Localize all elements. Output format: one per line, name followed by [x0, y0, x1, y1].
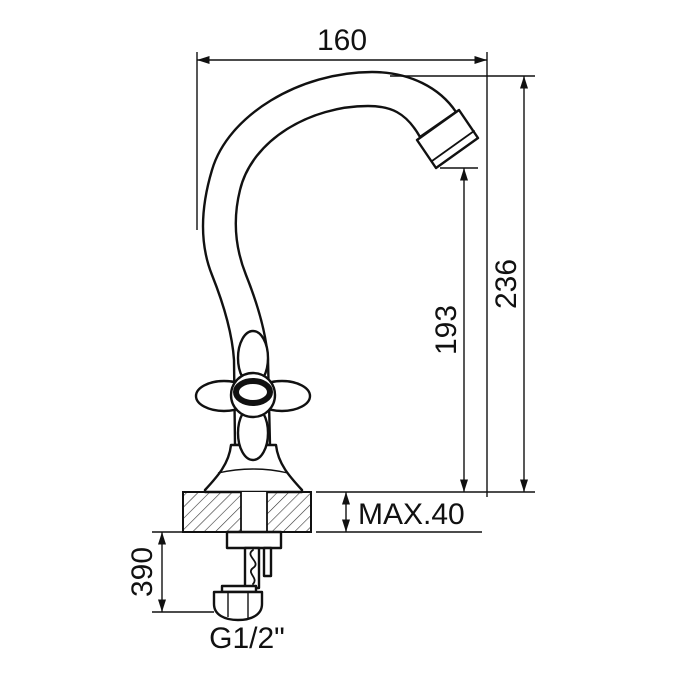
aerator-rim-line [431, 130, 475, 162]
aerator [415, 108, 480, 170]
dimension-236: 236 [316, 75, 535, 493]
dim-label-max40: MAX.40 [358, 498, 465, 531]
thread-size-label: G1/2" [209, 622, 285, 655]
dim-label-160: 160 [317, 24, 367, 57]
shank-channel [241, 492, 267, 532]
locknut [225, 530, 283, 550]
handle-hub-cap [233, 378, 273, 406]
dim-label-236: 236 [490, 259, 523, 309]
mounting-section [182, 491, 312, 622]
hose-break-squiggle [249, 549, 257, 585]
dimension-390: 390 [126, 531, 214, 613]
dimension-max40: MAX.40 [316, 492, 482, 533]
dimension-160: 160 [196, 24, 488, 497]
thread-label-group: G1/2" [209, 622, 285, 655]
dim-label-390: 390 [126, 547, 159, 597]
base-seam-line [217, 468, 289, 474]
dim-label-193: 193 [430, 305, 463, 355]
faucet-outline [194, 70, 480, 494]
mounting-stud [262, 546, 273, 578]
coupling-nut [212, 590, 264, 622]
dimension-193: 193 [430, 167, 478, 492]
